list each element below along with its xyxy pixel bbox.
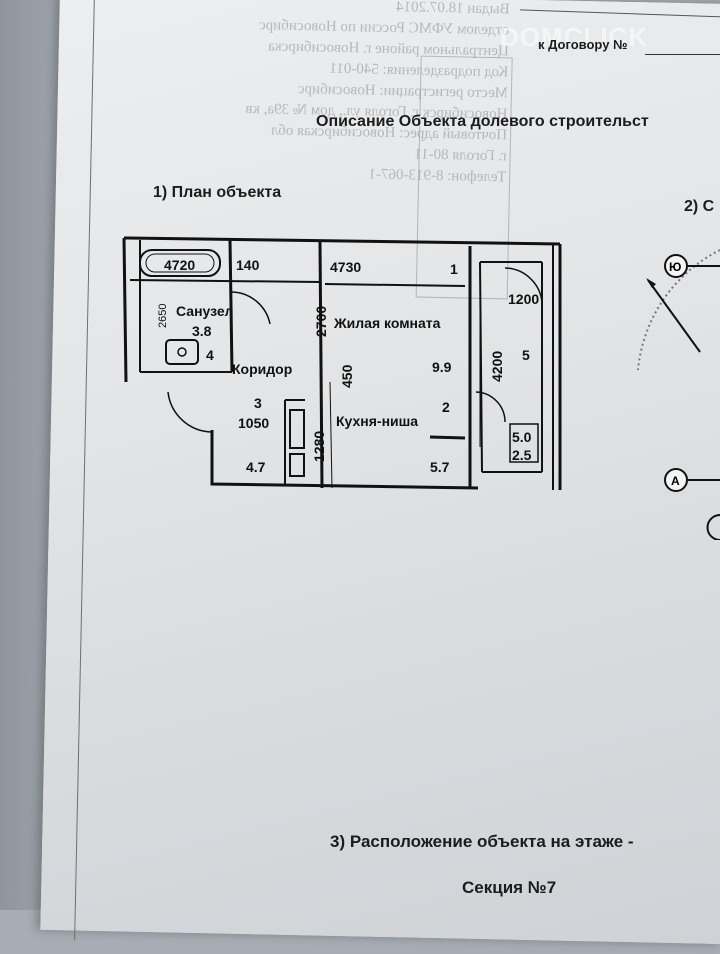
north-arrow-head	[646, 278, 656, 288]
axis-fragment	[708, 515, 720, 540]
plan-section-title: 1) План объекта	[153, 184, 281, 202]
dim-label: 1280	[311, 431, 327, 462]
dim-label: 4730	[330, 259, 361, 275]
room-area-living: 9.9	[432, 359, 452, 375]
contract-label: к Договору №	[538, 37, 628, 52]
dimension-line	[330, 382, 332, 488]
room-name-living: Жилая комната	[333, 315, 441, 331]
dim-label: 2700	[313, 306, 329, 337]
dim-label: 450	[339, 364, 355, 388]
door-swing	[232, 292, 270, 324]
axis-marker-label: А	[671, 474, 680, 488]
room-code-bathroom: 4	[206, 347, 214, 363]
room-name-kitchen: Кухня-ниша	[336, 413, 418, 429]
dim-label: 1200	[508, 291, 539, 307]
room-number-bathroom: 3.8	[192, 323, 212, 339]
section-3-title: 3) Расположение объекта на этаже -	[330, 832, 634, 852]
room-number-kitchen: 2	[442, 399, 450, 415]
section-number: Секция №7	[462, 878, 556, 898]
inner-wall	[325, 284, 465, 286]
room-area-kitchen: 5.7	[430, 459, 450, 475]
sink	[166, 340, 198, 364]
kitchen-stove	[290, 410, 304, 448]
document-heading: Описание Объекта долевого строительст	[316, 113, 649, 131]
dim-label: 4720	[164, 257, 195, 273]
room-name-corridor: Коридор	[232, 361, 292, 377]
room-coef-loggia: 5.0	[512, 429, 532, 445]
north-arrow	[648, 280, 700, 352]
kitchen-sink	[290, 454, 304, 476]
room-number-loggia: 5	[522, 347, 530, 363]
dim-label: 1	[450, 261, 458, 277]
outer-wall	[215, 422, 478, 488]
inner-wall	[130, 280, 320, 282]
inner-wall	[430, 437, 465, 438]
room-number-corridor: 3	[254, 395, 262, 411]
dim-label: 2650	[157, 304, 169, 328]
contract-number-line	[645, 54, 720, 55]
room-area-corridor: 4.7	[246, 459, 266, 475]
dim-label: 140	[236, 257, 260, 273]
room-area-loggia: 2.5	[512, 447, 532, 463]
outer-wall	[124, 238, 126, 382]
axis-marker-label: Ю	[669, 260, 681, 274]
floor-plan: 4720 140 4730 1 1200 2700 450 4200 1280 …	[120, 232, 570, 497]
outer-wall	[124, 238, 560, 244]
door-swing	[168, 392, 212, 432]
room-dim-corridor: 1050	[238, 415, 269, 431]
dim-label: 4200	[489, 351, 505, 382]
orientation-diagram: Ю А	[620, 240, 720, 540]
sink-drain	[178, 348, 186, 356]
room-name-bathroom: Санузел	[176, 303, 234, 319]
section-2-title: 2) С	[684, 198, 714, 216]
